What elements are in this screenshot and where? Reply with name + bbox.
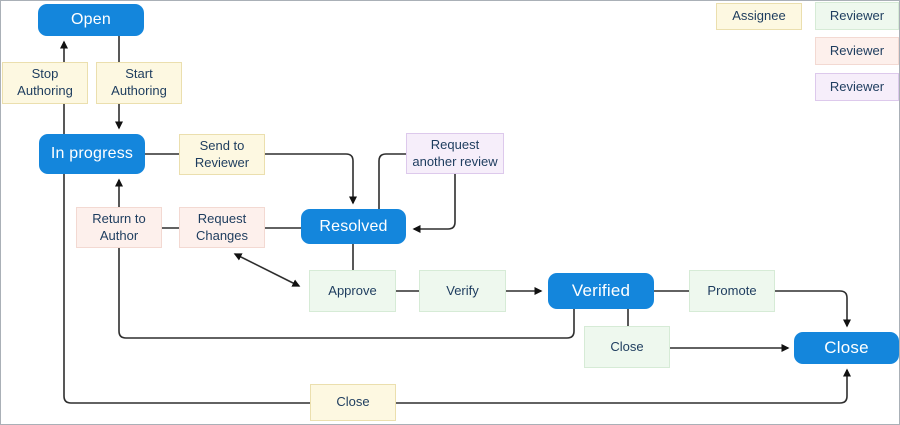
- legend-assignee[interactable]: Assignee: [716, 3, 802, 30]
- transition-start-authoring[interactable]: Start Authoring: [96, 62, 182, 104]
- edge-verified-to-inprogress-return: [115, 178, 575, 339]
- node-open[interactable]: Open: [38, 4, 144, 36]
- edge-inprogress-to-resolved-send-to-reviewer: [145, 153, 357, 205]
- transition-approve[interactable]: Approve: [309, 270, 396, 312]
- transition-send-to-reviewer[interactable]: Send to Reviewer: [179, 134, 265, 175]
- transition-verify[interactable]: Verify: [419, 270, 506, 312]
- legend-reviewer-purple[interactable]: Reviewer: [815, 73, 899, 101]
- transition-close-bottom[interactable]: Close: [310, 384, 396, 421]
- transition-request-changes[interactable]: Request Changes: [179, 207, 265, 248]
- transition-close-from-verified[interactable]: Close: [584, 326, 670, 368]
- transition-request-another-review[interactable]: Request another review: [406, 133, 504, 174]
- transition-promote[interactable]: Promote: [689, 270, 775, 312]
- node-in-progress[interactable]: In progress: [39, 134, 145, 174]
- legend-reviewer-green[interactable]: Reviewer: [815, 2, 899, 30]
- edge-request-changes-approve-bidirectional: [233, 253, 301, 287]
- node-verified[interactable]: Verified: [548, 273, 654, 309]
- edge-request-another-review-to-resolved: [412, 174, 456, 233]
- legend-reviewer-red[interactable]: Reviewer: [815, 37, 899, 65]
- transition-return-to-author[interactable]: Return to Author: [76, 207, 162, 248]
- edge-promote-to-close: [775, 290, 851, 328]
- transition-stop-authoring[interactable]: Stop Authoring: [2, 62, 88, 104]
- edge-inprogress-to-close-bottom: [63, 174, 851, 404]
- edge-resolved-to-request-another-review: [378, 153, 406, 209]
- node-resolved[interactable]: Resolved: [301, 209, 406, 244]
- node-close[interactable]: Close: [794, 332, 899, 364]
